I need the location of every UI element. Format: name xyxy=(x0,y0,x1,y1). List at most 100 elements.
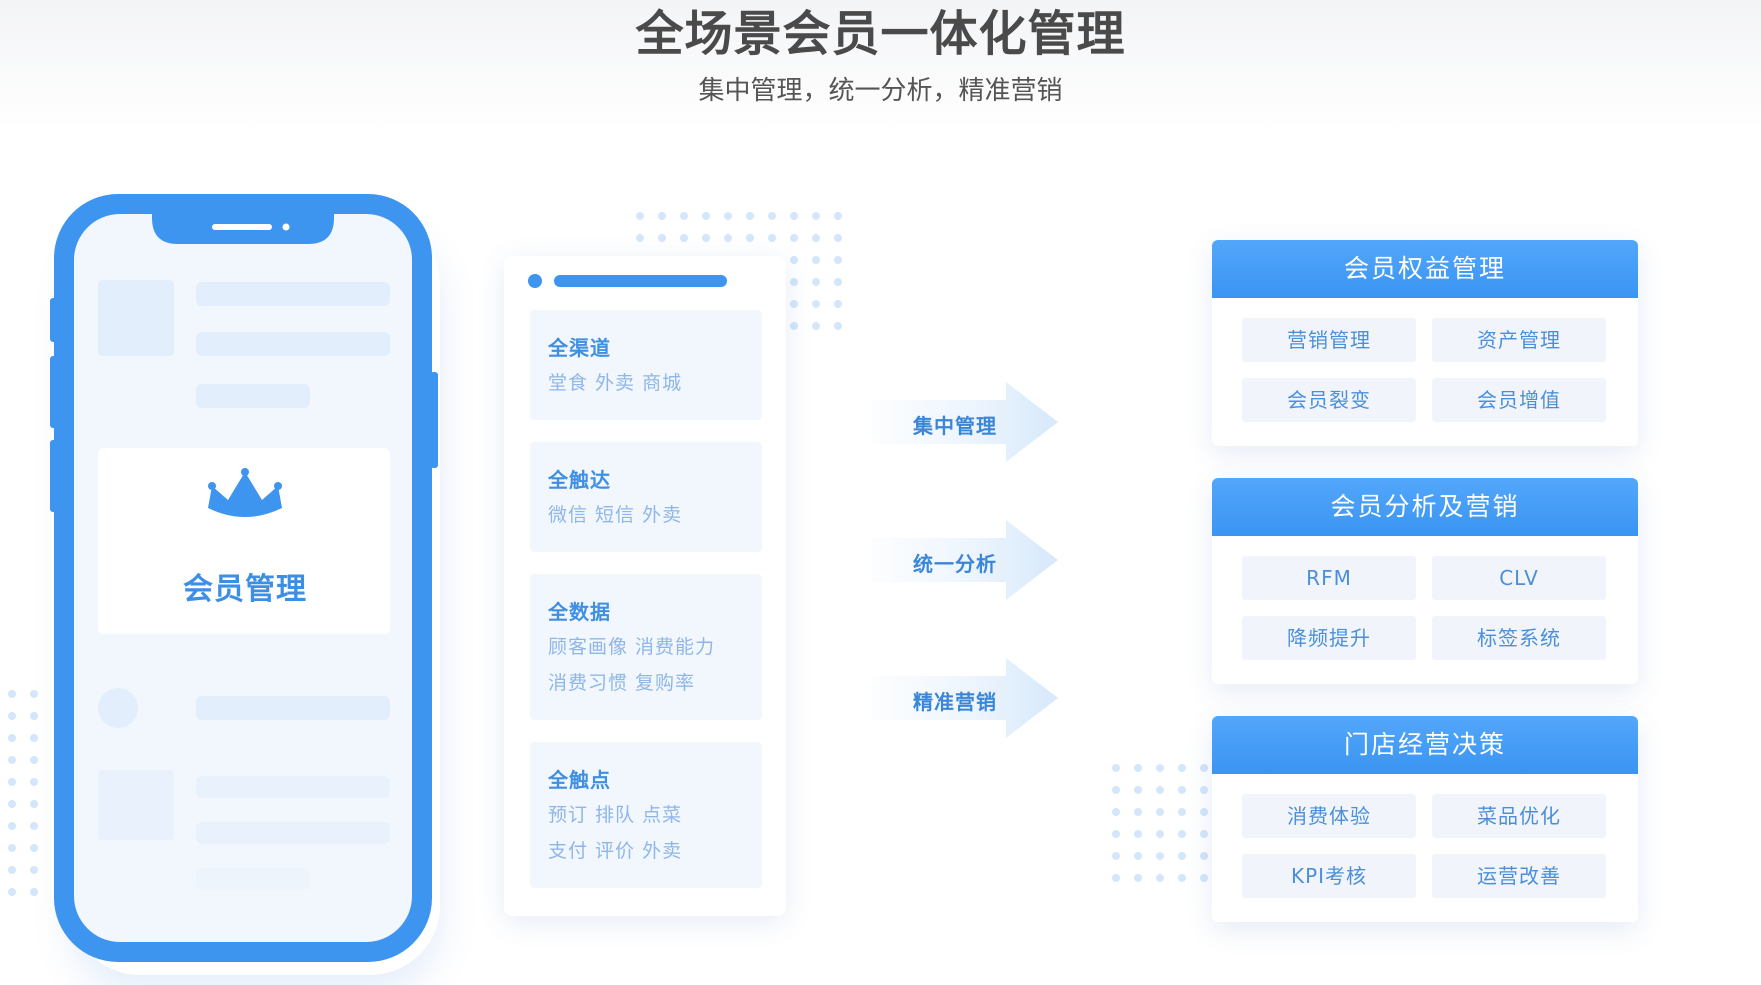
decor-dot xyxy=(1178,830,1186,838)
decor-dot xyxy=(834,278,842,286)
decor-dot xyxy=(1156,764,1164,772)
phone-illustration xyxy=(50,194,438,962)
decor-dot xyxy=(1134,830,1142,838)
dot-grid-left xyxy=(8,690,38,896)
decor-dot xyxy=(1112,830,1120,838)
decor-dot xyxy=(8,690,16,698)
decor-dot xyxy=(812,300,820,308)
group-header: 门店经营决策 xyxy=(1212,716,1638,774)
feature-tag: 资产管理 xyxy=(1432,318,1606,362)
decor-dot xyxy=(8,734,16,742)
decor-dot xyxy=(812,322,820,330)
channel-card-line: 堂食 外卖 商城 xyxy=(548,372,683,394)
page-subtitle: 集中管理，统一分析，精准营销 xyxy=(698,76,1063,106)
decor-dot xyxy=(1178,786,1186,794)
decor-dot xyxy=(1112,874,1120,882)
decor-dot xyxy=(1112,852,1120,860)
decor-dot xyxy=(1156,852,1164,860)
feature-tag: 运营改善 xyxy=(1432,854,1606,898)
channel-card: 全数据 顾客画像 消费能力 消费习惯 复购率 xyxy=(530,574,762,720)
decor-dot xyxy=(30,888,38,896)
header-background xyxy=(0,0,1761,130)
decor-dot xyxy=(30,712,38,720)
crown-icon xyxy=(208,468,282,517)
decor-dot xyxy=(1200,764,1208,772)
decor-dot xyxy=(30,844,38,852)
decor-dot xyxy=(790,278,798,286)
decor-dot xyxy=(30,690,38,698)
decor-dot xyxy=(1200,830,1208,838)
decor-dot xyxy=(8,712,16,720)
decor-dot xyxy=(30,800,38,808)
arrow-icon xyxy=(872,658,1058,738)
decor-dot xyxy=(1134,874,1142,882)
decor-dot xyxy=(1178,764,1186,772)
feature-group: 门店经营决策 消费体验 菜品优化 KPI考核 运营改善 xyxy=(1212,716,1638,922)
channel-card-line: 支付 评价 外卖 xyxy=(548,840,683,862)
feature-tag: 菜品优化 xyxy=(1432,794,1606,838)
decor-dot xyxy=(1134,852,1142,860)
decor-dot xyxy=(8,800,16,808)
channel-card-line: 顾客画像 消费能力 xyxy=(548,636,716,658)
feature-group: 会员分析及营销 RFM CLV 降频提升 标签系统 xyxy=(1212,478,1638,684)
decor-dot xyxy=(1134,786,1142,794)
decor-dot xyxy=(790,234,798,242)
decor-dot xyxy=(1112,808,1120,816)
decor-dot xyxy=(1200,852,1208,860)
decor-dot xyxy=(702,234,710,242)
panel-notch xyxy=(494,284,506,304)
feature-tag: RFM xyxy=(1242,556,1416,600)
channel-card-title: 全数据 xyxy=(548,600,611,624)
feature-tag: 营销管理 xyxy=(1242,318,1416,362)
decor-dot xyxy=(790,256,798,264)
decor-dot xyxy=(680,212,688,220)
channel-card-title: 全渠道 xyxy=(548,336,611,360)
arrow-label: 精准营销 xyxy=(913,690,997,714)
feature-tag: 降频提升 xyxy=(1242,616,1416,660)
decor-dot xyxy=(1112,764,1120,772)
channel-card-line: 预订 排队 点菜 xyxy=(548,804,683,826)
phone-label: 会员管理 xyxy=(183,572,307,607)
decor-dot xyxy=(1178,852,1186,860)
decor-dot xyxy=(30,822,38,830)
panel-header-dot xyxy=(528,274,542,288)
feature-tag: KPI考核 xyxy=(1242,854,1416,898)
decor-dot xyxy=(702,212,710,220)
channel-card: 全触点 预订 排队 点菜 支付 评价 外卖 xyxy=(530,742,762,888)
decor-dot xyxy=(1178,808,1186,816)
feature-tag: 消费体验 xyxy=(1242,794,1416,838)
channel-card: 全触达 微信 短信 外卖 xyxy=(530,442,762,552)
decor-dot xyxy=(834,256,842,264)
decor-dot xyxy=(746,212,754,220)
dot-grid-top xyxy=(636,212,842,330)
decor-dot xyxy=(8,844,16,852)
channel-card-title: 全触达 xyxy=(548,468,611,492)
decor-dot xyxy=(834,212,842,220)
feature-group: 会员权益管理 营销管理 资产管理 会员裂变 会员增值 xyxy=(1212,240,1638,446)
decor-dot xyxy=(1112,786,1120,794)
decor-dot xyxy=(30,756,38,764)
channel-card-line: 消费习惯 复购率 xyxy=(548,672,696,694)
feature-tag: CLV xyxy=(1432,556,1606,600)
decor-dot xyxy=(8,866,16,874)
decor-dot xyxy=(768,212,776,220)
decor-dot xyxy=(1200,786,1208,794)
channel-card-title: 全触点 xyxy=(548,768,611,792)
decor-dot xyxy=(812,212,820,220)
decor-dot xyxy=(8,778,16,786)
page-title: 全场景会员一体化管理 xyxy=(635,6,1126,62)
decor-dot xyxy=(724,212,732,220)
decor-dot xyxy=(812,234,820,242)
decor-dot xyxy=(658,212,666,220)
feature-tag: 会员裂变 xyxy=(1242,378,1416,422)
panel-header-bar xyxy=(554,275,727,287)
decor-dot xyxy=(768,234,776,242)
decor-dot xyxy=(30,734,38,742)
decor-dot xyxy=(746,234,754,242)
decor-dot xyxy=(1134,764,1142,772)
group-header: 会员权益管理 xyxy=(1212,240,1638,298)
decor-dot xyxy=(1156,786,1164,794)
decor-dot xyxy=(1156,874,1164,882)
decor-dot xyxy=(8,756,16,764)
decor-dot xyxy=(1134,808,1142,816)
